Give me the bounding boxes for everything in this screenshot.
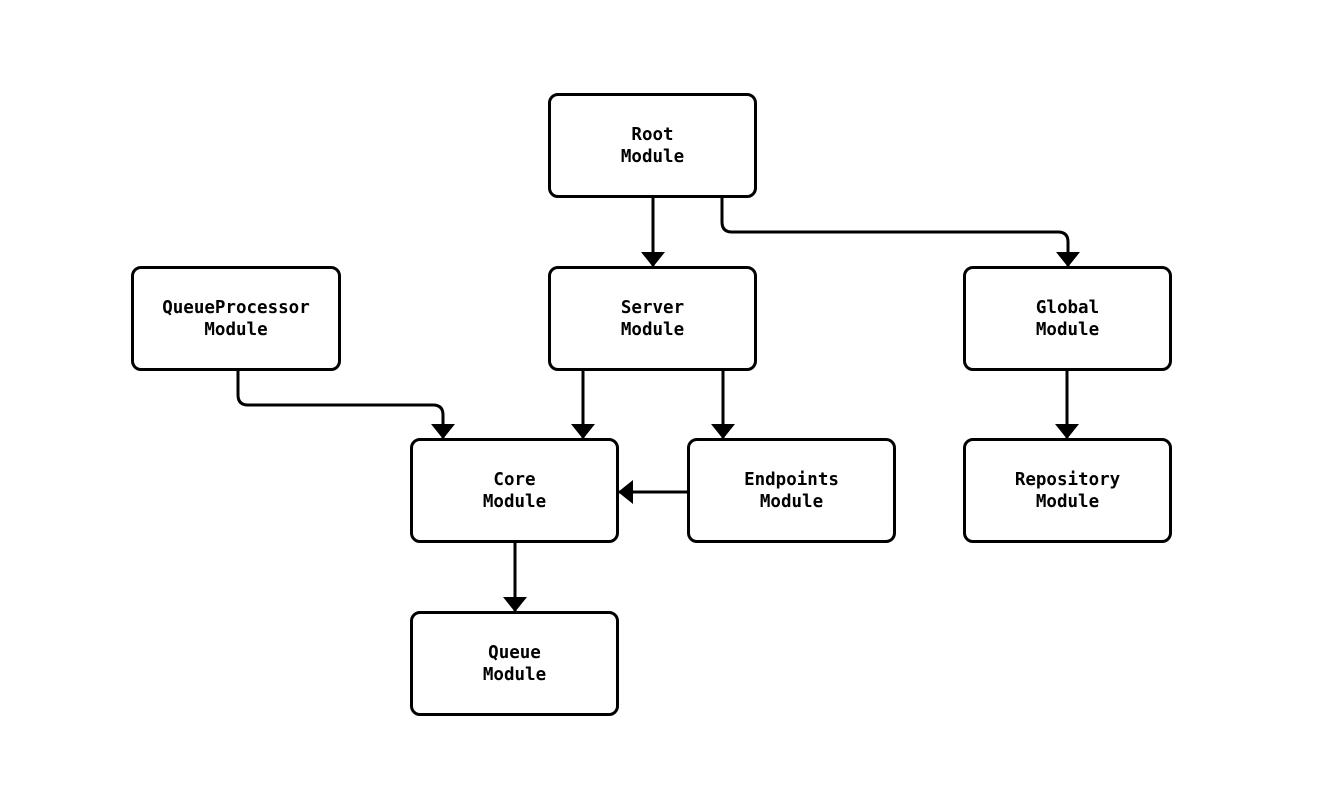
node-label-line: Module xyxy=(482,664,547,685)
node-label-line: Global xyxy=(1035,297,1100,318)
node-label-line: Server xyxy=(620,297,685,318)
node-label-line: Repository xyxy=(1014,469,1121,490)
node-label-line: QueueProcessor xyxy=(162,297,310,318)
node-label-line: Module xyxy=(1035,491,1100,512)
node-label-line: Module xyxy=(482,491,547,512)
node-label-line: Root xyxy=(631,124,674,145)
node-label-line: Module xyxy=(204,319,268,340)
edge-root-to-global xyxy=(720,196,1080,268)
node-label-line: Module xyxy=(620,319,685,340)
node-label-line: Core xyxy=(493,469,536,490)
node-label-line: Endpoints xyxy=(744,469,839,490)
edge-queueprocessor-to-core xyxy=(236,369,455,440)
node-label-line: Module xyxy=(1035,319,1100,340)
node-label-line: Module xyxy=(620,146,685,167)
node-label-line: Queue xyxy=(488,642,541,663)
node-label-line: Module xyxy=(759,491,824,512)
